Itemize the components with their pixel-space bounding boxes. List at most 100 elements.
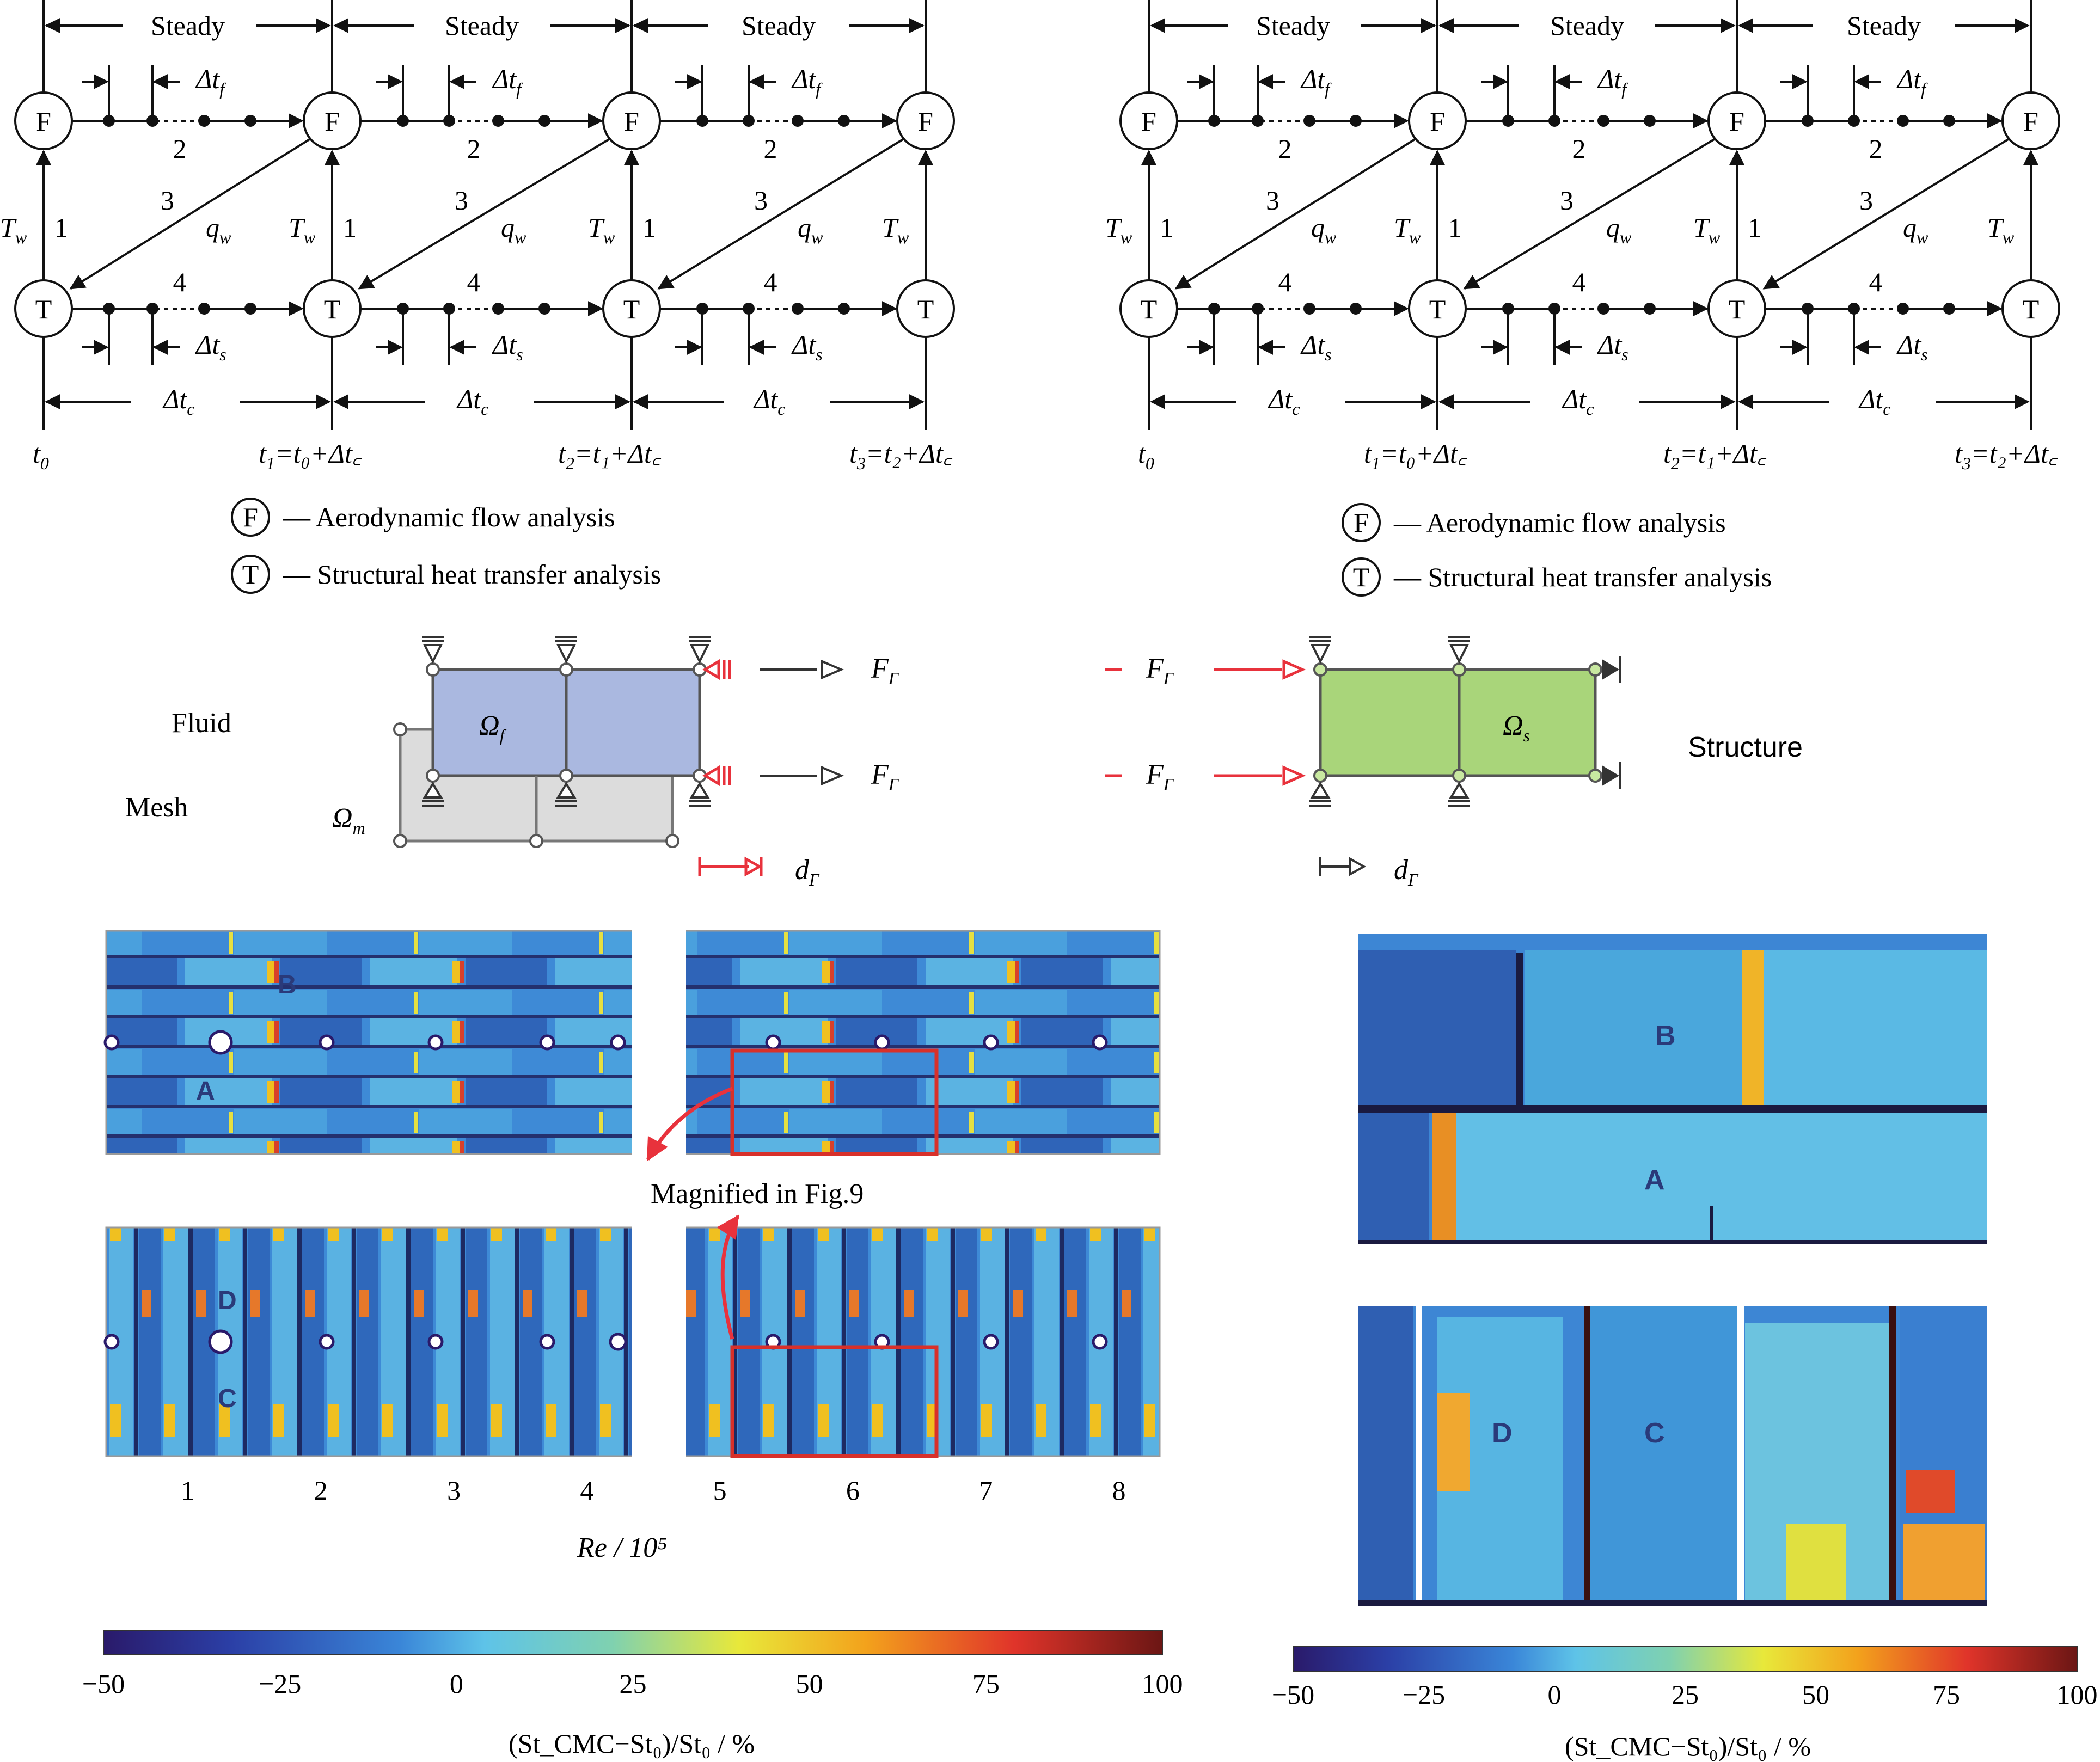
time-label: t [1138, 438, 1146, 469]
x-tick-label: 5 [713, 1475, 727, 1506]
heatmap-top: B A [103, 928, 1161, 1162]
steady-label: Steady [151, 10, 225, 41]
colorbar-right [1293, 1646, 2078, 1672]
svg-text:Δts: Δts [492, 329, 523, 364]
step-1: 1 [54, 212, 68, 243]
gap-strip [632, 928, 686, 1157]
magnify-box [730, 1048, 939, 1156]
node-f: F [1729, 106, 1744, 137]
svg-text:dΓ: dΓ [795, 855, 820, 889]
svg-text:Δtc: Δtc [753, 384, 785, 419]
x-tick-label: 7 [979, 1475, 993, 1506]
colorbar-tick-label: −50 [82, 1668, 125, 1699]
svg-text:qw: qw [798, 212, 823, 247]
step-3: 3 [1560, 185, 1574, 216]
step-2: 2 [1278, 133, 1292, 164]
svg-text:Δts: Δts [1896, 329, 1928, 364]
x-tick-label: 4 [580, 1475, 593, 1506]
svg-text:t2=t₁+Δt꜀: t2=t₁+Δt꜀ [1663, 438, 1767, 473]
svg-text:Δtc: Δtc [1562, 384, 1594, 419]
svg-text:Δtf: Δtf [1896, 64, 1928, 99]
mesh-label: Mesh [125, 792, 188, 823]
legend-f-text: — Aerodynamic flow analysis [283, 502, 615, 532]
node-t: T [1429, 294, 1446, 324]
svg-text:FΓ: FΓ [871, 759, 899, 794]
region-label-a: A [1644, 1164, 1665, 1196]
dtc-label: Δt [753, 384, 778, 414]
x-tick-label: 1 [181, 1475, 195, 1506]
fluid-label: Fluid [172, 708, 231, 739]
colorbar-label: (St_CMC−St₀)/St₀ / % [1565, 1731, 1811, 1761]
dts-label: Δt [791, 329, 816, 360]
steady-label: Steady [1847, 10, 1921, 41]
fsi-diagram: Fluid Mesh Structure Ω [125, 636, 1803, 889]
colorbar-label: (St_CMC−St₀)/St₀ / % [509, 1728, 755, 1759]
step-4: 4 [764, 267, 777, 297]
x-axis-label: Re / 10⁵ [577, 1532, 667, 1563]
svg-text:Δtc: Δtc [456, 384, 488, 419]
svg-text:qw: qw [206, 212, 231, 247]
time-label: t [1663, 438, 1672, 469]
node-f: F [1141, 106, 1156, 137]
tw-label: T [1693, 212, 1710, 243]
colorbar-left [103, 1630, 1163, 1655]
qw-label: q [1903, 212, 1917, 243]
svg-text:Δtf: Δtf [1300, 64, 1332, 99]
svg-text:Δtf: Δtf [1597, 64, 1628, 99]
colorbar-tick-label: 100 [1142, 1668, 1183, 1699]
time-label: t [1955, 438, 1963, 469]
svg-text:FΓ: FΓ [871, 653, 899, 688]
magnified-top: B A [1358, 934, 1987, 1244]
force-label: F [871, 653, 889, 684]
step-2: 2 [467, 133, 481, 164]
svg-text:Δts: Δts [791, 329, 823, 364]
tw-label: T [1394, 212, 1411, 243]
step-2: 2 [1869, 133, 1883, 164]
schematic-right: Steady Steady Steady Δtf Δtf Δtf F F F F… [1105, 0, 2060, 597]
steady-label: Steady [1550, 10, 1624, 41]
svg-text:FΓ: FΓ [1146, 653, 1174, 688]
node-f: F [1430, 106, 1445, 137]
step-4: 4 [467, 267, 481, 297]
node-t: T [1141, 294, 1158, 324]
step-1: 1 [1160, 212, 1173, 243]
steady-label: Steady [1256, 10, 1330, 41]
svg-text:dΓ: dΓ [1394, 855, 1419, 889]
legend-t-symbol: T [242, 559, 259, 590]
tw-label: T [588, 212, 605, 243]
svg-text:Tw: Tw [588, 212, 615, 247]
dts-label: Δt [1300, 329, 1325, 360]
svg-text:Δtf: Δtf [492, 64, 523, 99]
colorbar-tick-label: 25 [1672, 1679, 1699, 1710]
tw-label: T [289, 212, 305, 243]
legend-f-text: — Aerodynamic flow analysis [1393, 507, 1726, 538]
step-3: 3 [161, 185, 174, 216]
node-f: F [918, 106, 933, 137]
svg-text:Tw: Tw [882, 212, 909, 247]
legend-t-text: — Structural heat transfer analysis [1393, 562, 1772, 592]
time-label: t [259, 438, 267, 469]
legend-t-symbol: T [1353, 562, 1370, 592]
dtc-label: Δt [1858, 384, 1883, 414]
dtc-label: Δt [1562, 384, 1587, 414]
node-t: T [2023, 294, 2040, 324]
tw-label: T [882, 212, 899, 243]
x-tick-label: 8 [1112, 1475, 1126, 1506]
colorbar-tick-label: 0 [1548, 1679, 1562, 1710]
step-2: 2 [1572, 133, 1586, 164]
node-t: T [324, 294, 341, 324]
svg-text:Tw: Tw [289, 212, 316, 247]
dtc-label: Δt [456, 384, 481, 414]
colorbar-tick-label: 50 [796, 1668, 823, 1699]
omega-f-label: Ω [479, 710, 500, 741]
qw-label: q [206, 212, 219, 243]
dtf-label: Δt [492, 64, 517, 94]
colorbar-tick-label: −25 [1403, 1679, 1445, 1710]
colorbar-tick-label: 50 [1802, 1679, 1829, 1710]
node-f: F [2023, 106, 2038, 137]
step-3: 3 [754, 185, 768, 216]
tw-label: T [0, 212, 17, 243]
svg-text:Δts: Δts [1300, 329, 1332, 364]
step-1: 1 [343, 212, 357, 243]
step-3: 3 [455, 185, 468, 216]
